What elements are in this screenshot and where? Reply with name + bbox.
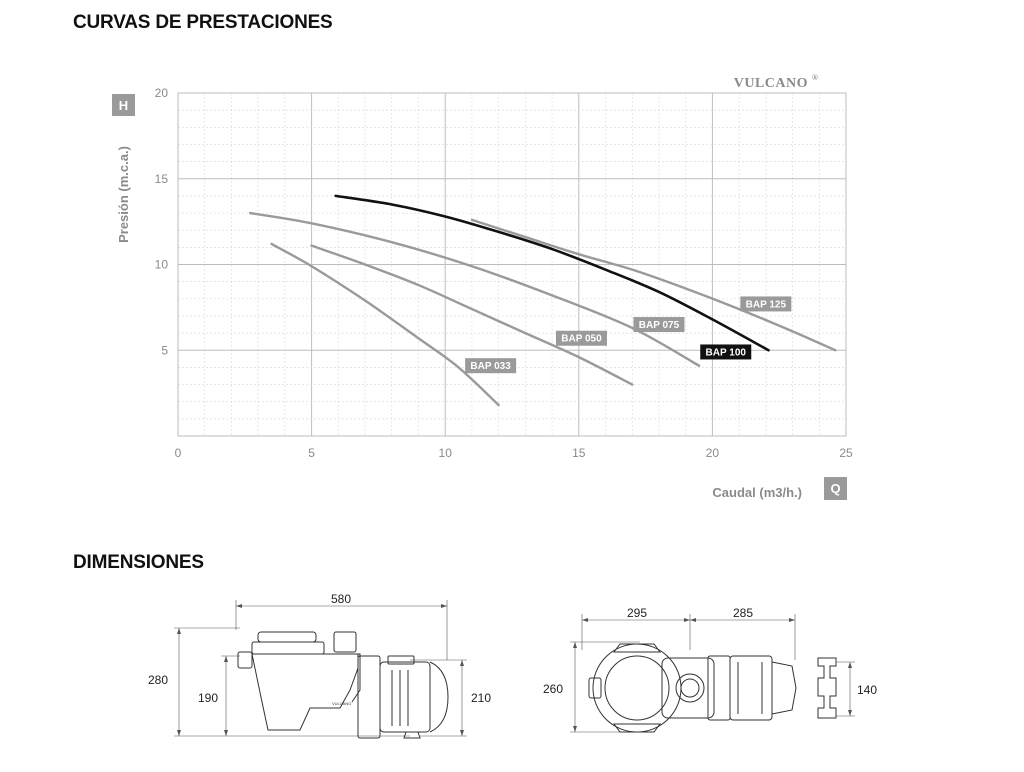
x-tick-label: 10 — [439, 446, 453, 460]
x-tick-label: 0 — [175, 446, 182, 460]
dim-width-right: 285 — [733, 606, 753, 620]
series-line-bap-100 — [334, 194, 770, 352]
brand-logo: VULCANO — [734, 76, 808, 91]
series-line-bap-075 — [248, 211, 701, 367]
series-badge-bap-033: BAP 033 — [465, 358, 517, 374]
series-badge-bg — [633, 317, 685, 333]
dim-height-total: 280 — [148, 673, 168, 687]
dim-height-inlet: 190 — [198, 691, 218, 705]
series-line-bap-033 — [270, 242, 500, 407]
y-tick-label: 10 — [155, 258, 169, 272]
series-badge-label: BAP 125 — [746, 299, 787, 310]
brand-registered-mark: ® — [812, 73, 818, 82]
x-axis-label: Caudal (m3/h.) — [712, 485, 802, 500]
x-axis-badge — [824, 477, 847, 500]
x-tick-label: 20 — [706, 446, 720, 460]
chart-grid — [177, 92, 847, 437]
series-line-bap-125 — [470, 218, 837, 352]
series-line-bap-050 — [310, 244, 634, 386]
x-tick-label: 5 — [308, 446, 315, 460]
x-tick-label: 25 — [839, 446, 853, 460]
y-axis-badge — [112, 94, 135, 116]
series-badge-bap-075: BAP 075 — [633, 317, 685, 333]
dim-length: 580 — [331, 592, 351, 606]
series-badge-bap-125: BAP 125 — [740, 296, 792, 312]
series-badge-bg — [740, 296, 792, 312]
series-badge-bap-050: BAP 050 — [555, 330, 607, 346]
dim-depth: 260 — [543, 682, 563, 696]
y-tick-label: 15 — [155, 172, 169, 186]
x-axis-badge-label: Q — [830, 481, 840, 496]
y-axis-badge-label: H — [119, 98, 128, 113]
performance-curves-title: CURVAS DE PRESTACIONES — [73, 12, 333, 33]
pump-base-view — [817, 657, 855, 719]
series-badge-label: BAP 033 — [470, 361, 511, 372]
plot-frame — [177, 92, 847, 437]
dim-height-motor: 210 — [471, 691, 491, 705]
series-badge-bg — [465, 358, 517, 374]
chart-series — [248, 194, 837, 407]
svg-text:VULCANO: VULCANO — [332, 701, 351, 706]
series-badge-bap-100: BAP 100 — [700, 344, 752, 360]
series-badge-label: BAP 075 — [639, 320, 680, 331]
dim-base-width: 140 — [857, 683, 877, 697]
series-badge-label: BAP 050 — [561, 334, 602, 345]
pump-side-view: VULCANO — [174, 600, 467, 739]
series-badge-bg — [555, 330, 607, 346]
y-tick-label: 20 — [155, 86, 169, 100]
series-badge-bg — [700, 344, 752, 360]
y-axis-label: Presión (m.c.a.) — [116, 146, 131, 243]
series-badge-label: BAP 100 — [706, 347, 747, 358]
pump-top-view — [570, 614, 797, 733]
dimensions-title: DIMENSIONES — [73, 552, 204, 573]
dimensions-drawing: VULCANO 580 280 190 210 295 285 260 — [148, 592, 877, 739]
y-tick-label: 5 — [161, 343, 168, 357]
dim-width-left: 295 — [627, 606, 647, 620]
x-tick-label: 15 — [572, 446, 586, 460]
